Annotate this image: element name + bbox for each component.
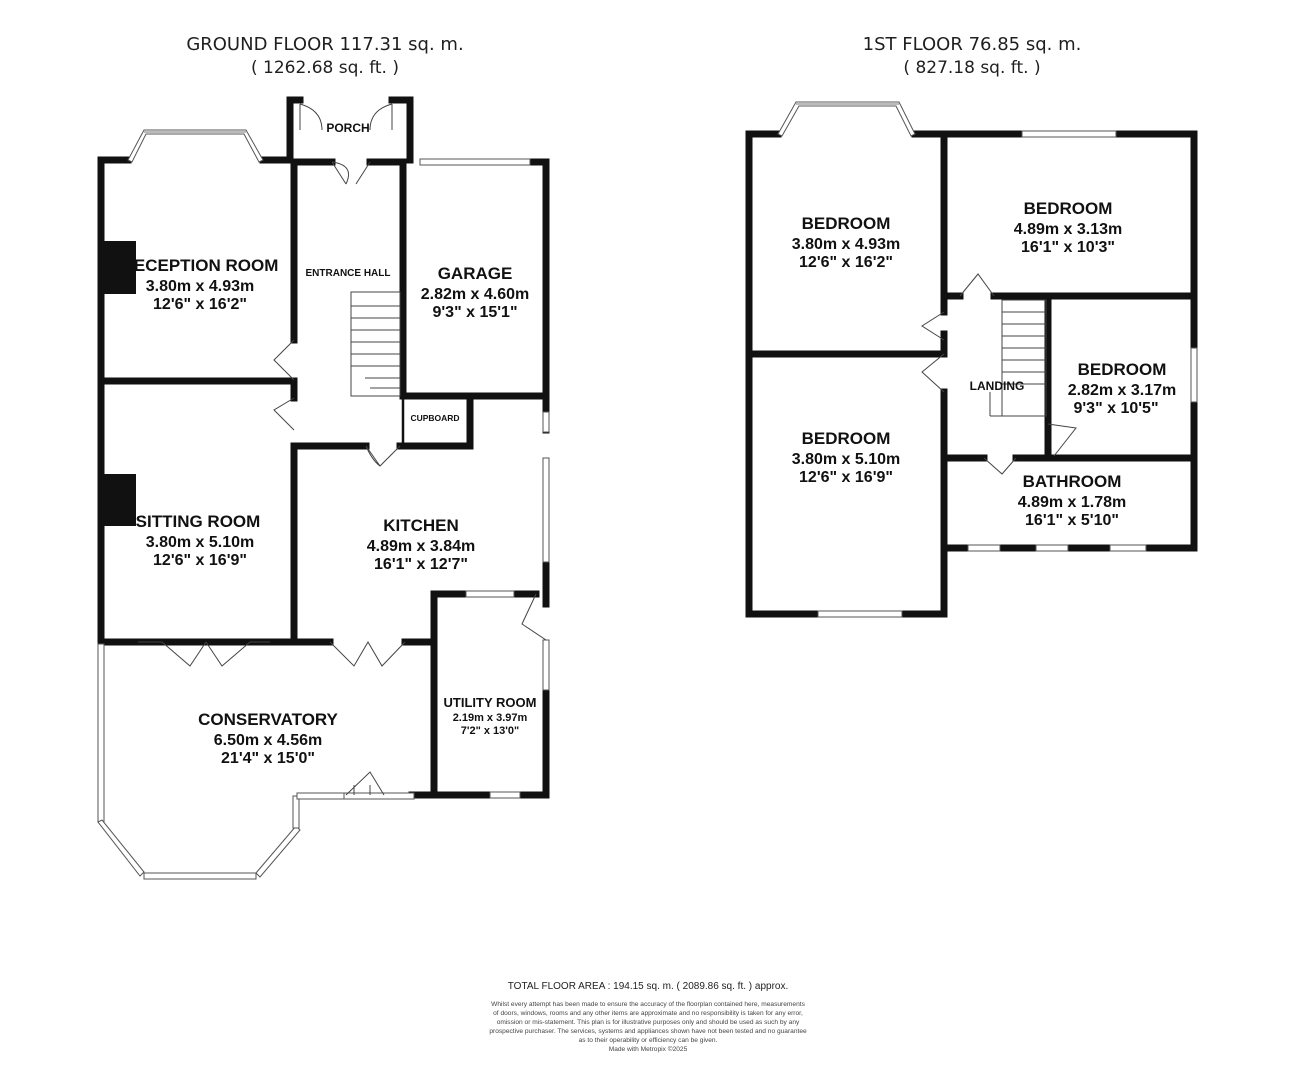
ground-floor-doors	[138, 103, 547, 796]
svg-text:CONSERVATORY: CONSERVATORY	[198, 710, 338, 729]
bedroom-front-window	[1021, 130, 1117, 138]
bedroom-small-window	[1190, 347, 1198, 403]
svg-text:2.82m x 4.60m: 2.82m x 4.60m	[421, 286, 530, 303]
disclaimer-line-3: omission or mis-statement. This plan is …	[497, 1019, 800, 1026]
bedroom-rear-label: BEDROOM 3.80m x 5.10m 12'6" x 16'9"	[792, 429, 901, 486]
ground-floor-plan: RECEPTION ROOM 3.80m x 4.93m 12'6" x 16'…	[97, 96, 550, 880]
svg-text:SITTING ROOM: SITTING ROOM	[136, 512, 261, 531]
bedroom-small-label: BEDROOM 2.82m x 3.17m 9'3" x 10'5"	[1068, 360, 1177, 417]
garage-label: GARAGE 2.82m x 4.60m 9'3" x 15'1"	[421, 264, 530, 321]
credit: Made with Metropix ©2025	[609, 1045, 688, 1053]
kitchen-label: KITCHEN 4.89m x 3.84m 16'1" x 12'7"	[367, 516, 476, 573]
svg-text:2.82m x 3.17m: 2.82m x 3.17m	[1068, 382, 1177, 399]
bathroom-label: BATHROOM 4.89m x 1.78m 16'1" x 5'10"	[1018, 472, 1127, 529]
svg-text:UTILITY ROOM: UTILITY ROOM	[444, 695, 537, 710]
svg-text:12'6" x 16'9": 12'6" x 16'9"	[153, 552, 247, 569]
bedroom-bay-window	[777, 101, 916, 137]
first-floor-subtitle: ( 827.18 sq. ft. )	[903, 58, 1040, 78]
disclaimer-line-4: prospective purchaser. The services, sys…	[489, 1028, 807, 1035]
svg-text:9'3" x 15'1": 9'3" x 15'1"	[432, 304, 517, 321]
footer: TOTAL FLOOR AREA : 194.15 sq. m. ( 2089.…	[489, 981, 807, 1053]
bedroom-rear-window	[817, 610, 903, 618]
utility-rear-window	[489, 791, 521, 799]
svg-text:16'1" x 12'7": 16'1" x 12'7"	[374, 556, 468, 573]
bathroom-window-1	[967, 544, 1001, 552]
kitchen-hatch	[465, 590, 515, 598]
svg-text:BEDROOM: BEDROOM	[802, 214, 891, 233]
svg-text:16'1" x 10'3": 16'1" x 10'3"	[1021, 239, 1115, 256]
reception-bay-window	[127, 129, 264, 163]
first-floor-doors	[921, 273, 1077, 475]
ground-floor-stairs	[350, 291, 401, 397]
svg-text:4.89m x 1.78m: 4.89m x 1.78m	[1018, 494, 1127, 511]
conservatory-glazing	[97, 643, 415, 880]
bathroom-window-2	[1035, 544, 1069, 552]
svg-text:7'2" x 13'0": 7'2" x 13'0"	[461, 725, 519, 737]
svg-text:12'6" x 16'2": 12'6" x 16'2"	[799, 254, 893, 271]
svg-text:KITCHEN: KITCHEN	[383, 516, 459, 535]
utility-room-label: UTILITY ROOM 2.19m x 3.97m 7'2" x 13'0"	[444, 695, 537, 737]
porch-label: PORCH	[326, 121, 369, 135]
garage-door	[419, 158, 531, 166]
svg-text:3.80m x 5.10m: 3.80m x 5.10m	[146, 534, 255, 551]
bedroom-front-left-label: BEDROOM 3.80m x 4.93m 12'6" x 16'2"	[792, 214, 901, 271]
cupboard-label: CUPBOARD	[410, 413, 459, 423]
entrance-hall-label: ENTRANCE HALL	[306, 268, 391, 279]
svg-text:4.89m x 3.84m: 4.89m x 3.84m	[367, 538, 476, 555]
svg-text:BEDROOM: BEDROOM	[1078, 360, 1167, 379]
first-floor-stairs	[989, 299, 1047, 417]
disclaimer-line-5: as to their operability or efficiency ca…	[579, 1037, 718, 1044]
disclaimer-line-2: of doors, windows, rooms and any other i…	[493, 1010, 803, 1017]
first-floor-title: 1ST FLOOR 76.85 sq. m.	[863, 34, 1082, 55]
sitting-fireplace	[103, 474, 136, 526]
svg-text:16'1" x 5'10": 16'1" x 5'10"	[1025, 512, 1119, 529]
svg-text:BEDROOM: BEDROOM	[1024, 199, 1113, 218]
svg-text:12'6" x 16'9": 12'6" x 16'9"	[799, 469, 893, 486]
bathroom-window-3	[1109, 544, 1147, 552]
svg-text:6.50m x 4.56m: 6.50m x 4.56m	[214, 732, 323, 749]
sitting-room-label: SITTING ROOM 3.80m x 5.10m 12'6" x 16'9"	[136, 512, 261, 569]
first-floor-plan: BEDROOM 3.80m x 4.93m 12'6" x 16'2" BEDR…	[745, 101, 1198, 618]
svg-text:BEDROOM: BEDROOM	[802, 429, 891, 448]
utility-window	[542, 639, 550, 691]
svg-text:RECEPTION ROOM: RECEPTION ROOM	[122, 256, 279, 275]
svg-text:BATHROOM: BATHROOM	[1023, 472, 1122, 491]
ground-floor-subtitle: ( 1262.68 sq. ft. )	[251, 58, 399, 78]
kitchen-window	[542, 457, 550, 563]
svg-text:12'6" x 16'2": 12'6" x 16'2"	[153, 296, 247, 313]
svg-text:4.89m x 3.13m: 4.89m x 3.13m	[1014, 221, 1123, 238]
svg-text:21'4" x 15'0": 21'4" x 15'0"	[221, 750, 315, 767]
landing-label: LANDING	[970, 379, 1025, 393]
svg-text:GARAGE: GARAGE	[438, 264, 513, 283]
reception-fireplace	[103, 241, 136, 294]
svg-text:2.19m x 3.97m: 2.19m x 3.97m	[453, 712, 528, 724]
cupboard-side-window	[542, 411, 550, 433]
reception-room-label: RECEPTION ROOM 3.80m x 4.93m 12'6" x 16'…	[122, 256, 279, 313]
svg-text:3.80m x 4.93m: 3.80m x 4.93m	[792, 236, 901, 253]
ground-floor-title: GROUND FLOOR 117.31 sq. m.	[186, 34, 463, 55]
svg-text:3.80m x 5.10m: 3.80m x 5.10m	[792, 451, 901, 468]
disclaimer-line-1: Whilst every attempt has been made to en…	[491, 1001, 805, 1008]
conservatory-label: CONSERVATORY 6.50m x 4.56m 21'4" x 15'0"	[198, 710, 338, 767]
svg-text:9'3" x 10'5": 9'3" x 10'5"	[1073, 400, 1158, 417]
bedroom-front-right-label: BEDROOM 4.89m x 3.13m 16'1" x 10'3"	[1014, 199, 1123, 256]
total-floor-area: TOTAL FLOOR AREA : 194.15 sq. m. ( 2089.…	[508, 981, 789, 992]
svg-text:3.80m x 4.93m: 3.80m x 4.93m	[146, 278, 255, 295]
